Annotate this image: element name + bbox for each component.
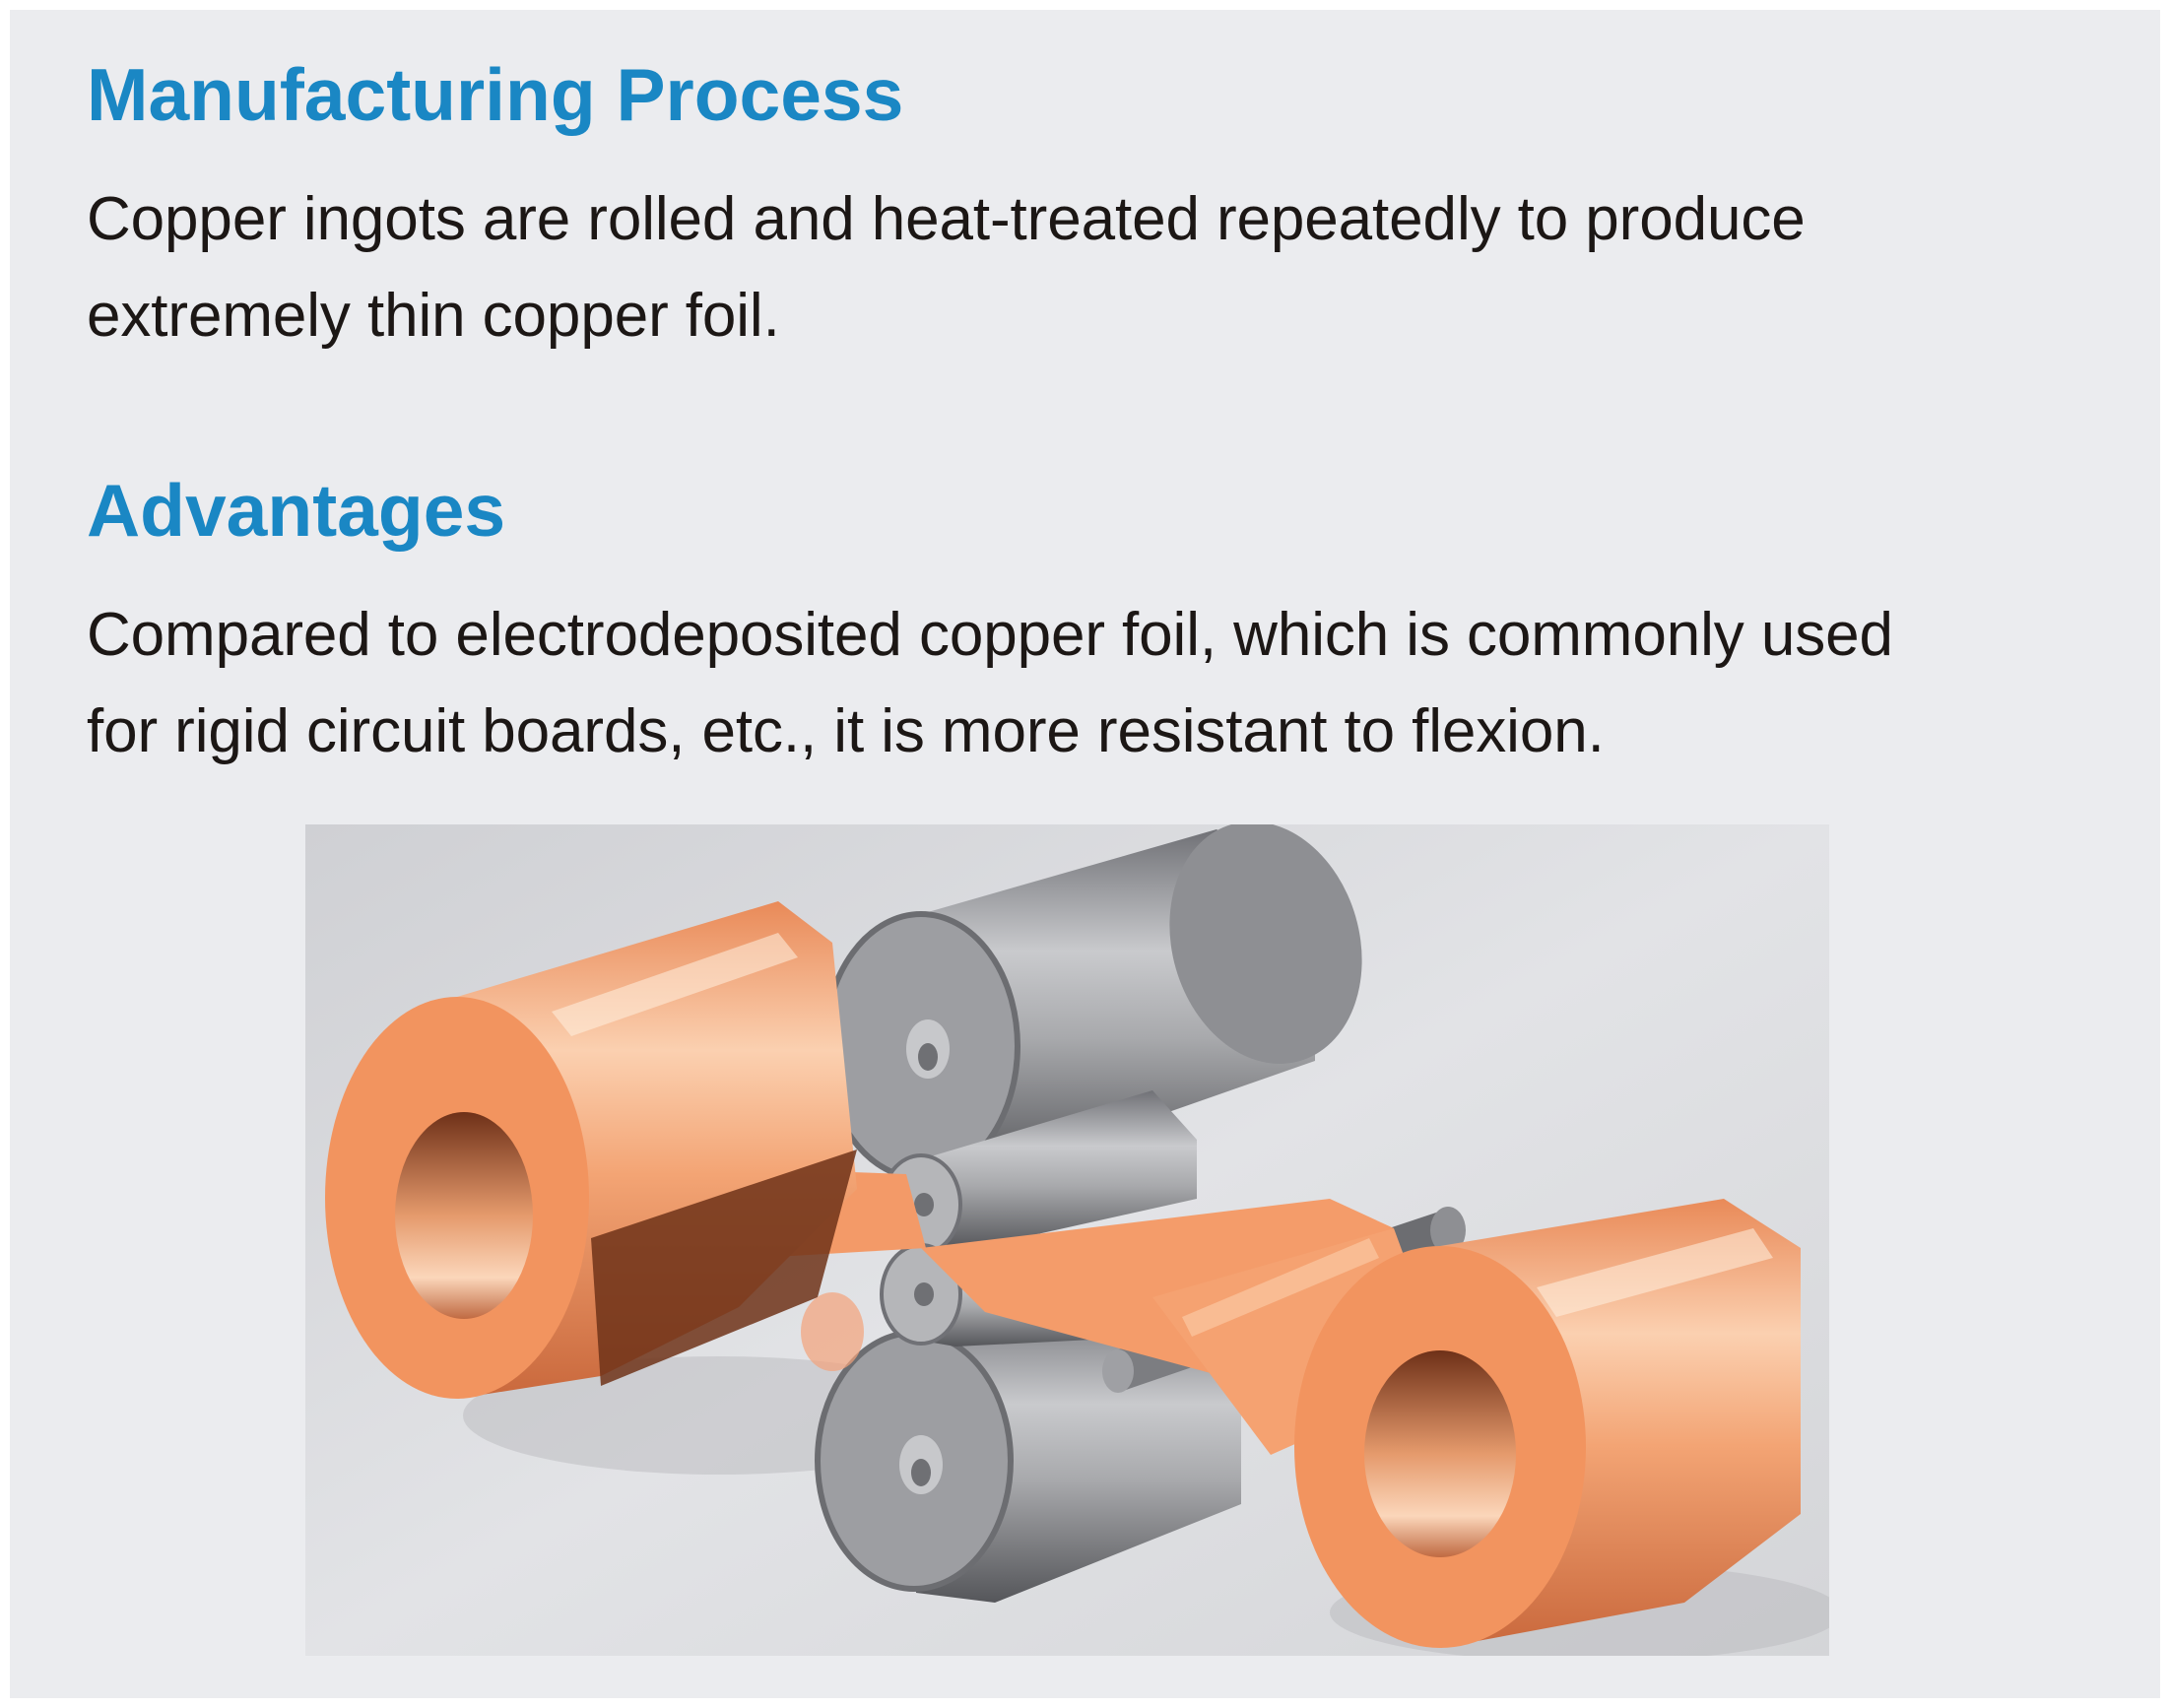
manufacturing-process-line-2: extremely thin copper foil.: [87, 282, 780, 350]
advantages-line-1: Compared to electrodeposited copper foil…: [87, 601, 1893, 669]
manufacturing-process-text: Copper ingots are rolled and heat-treate…: [87, 171, 1806, 364]
rolling-mill-illustration: [305, 824, 1829, 1656]
copper-glow-spot: [801, 1292, 864, 1371]
top-backup-roller: [822, 824, 1362, 1181]
advantages-text: Compared to electrodeposited copper foil…: [87, 587, 1893, 780]
advantages-line-2: for rigid circuit boards, etc., it is mo…: [87, 697, 1605, 765]
advantages-heading: Advantages: [87, 469, 506, 552]
manufacturing-process-line-1: Copper ingots are rolled and heat-treate…: [87, 185, 1806, 253]
rolling-mill-graphic: [305, 824, 1829, 1656]
manufacturing-process-heading: Manufacturing Process: [87, 53, 904, 136]
left-copper-coil: [325, 901, 857, 1399]
right-copper-coil: [1294, 1199, 1801, 1648]
bottom-backup-roller: [815, 1297, 1241, 1603]
